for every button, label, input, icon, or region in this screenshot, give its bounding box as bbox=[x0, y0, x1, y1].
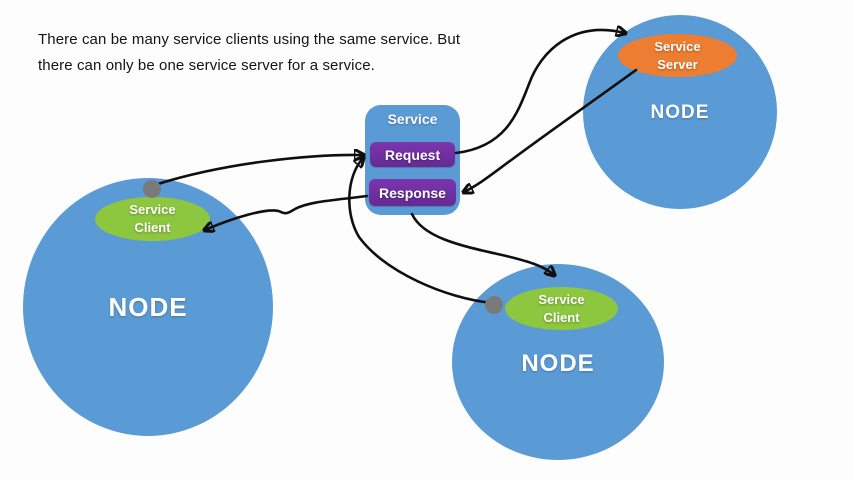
service-box-title: Service bbox=[387, 111, 438, 127]
response-box: Response bbox=[369, 179, 456, 206]
service-server-badge: Service Server bbox=[618, 34, 737, 77]
service-server-line-1: Service bbox=[654, 38, 701, 54]
node-label-left: NODE bbox=[108, 291, 188, 322]
service-client-bottom-line-1: Service bbox=[538, 291, 585, 307]
node-label-bottom: NODE bbox=[521, 350, 595, 377]
service-client-badge-bottom: Service Client bbox=[505, 287, 618, 330]
arrow-left-client-to-request bbox=[156, 155, 363, 186]
service-client-badge-left: Service Client bbox=[95, 197, 210, 241]
response-label: Response bbox=[379, 184, 446, 201]
caption-line-1: There can be many service clients using … bbox=[38, 31, 461, 48]
service-client-bottom-line-2: Client bbox=[543, 309, 580, 325]
service-client-left-line-2: Client bbox=[134, 220, 171, 235]
request-label: Request bbox=[384, 146, 441, 163]
caption-line-2: there can only be one service server for… bbox=[38, 57, 375, 74]
service-server-line-2: Server bbox=[657, 56, 698, 72]
service-client-left-line-1: Service bbox=[129, 202, 176, 217]
node-label-right: NODE bbox=[650, 102, 710, 123]
request-box: Request bbox=[370, 142, 455, 167]
caption-text: There can be many service clients using … bbox=[38, 27, 460, 79]
